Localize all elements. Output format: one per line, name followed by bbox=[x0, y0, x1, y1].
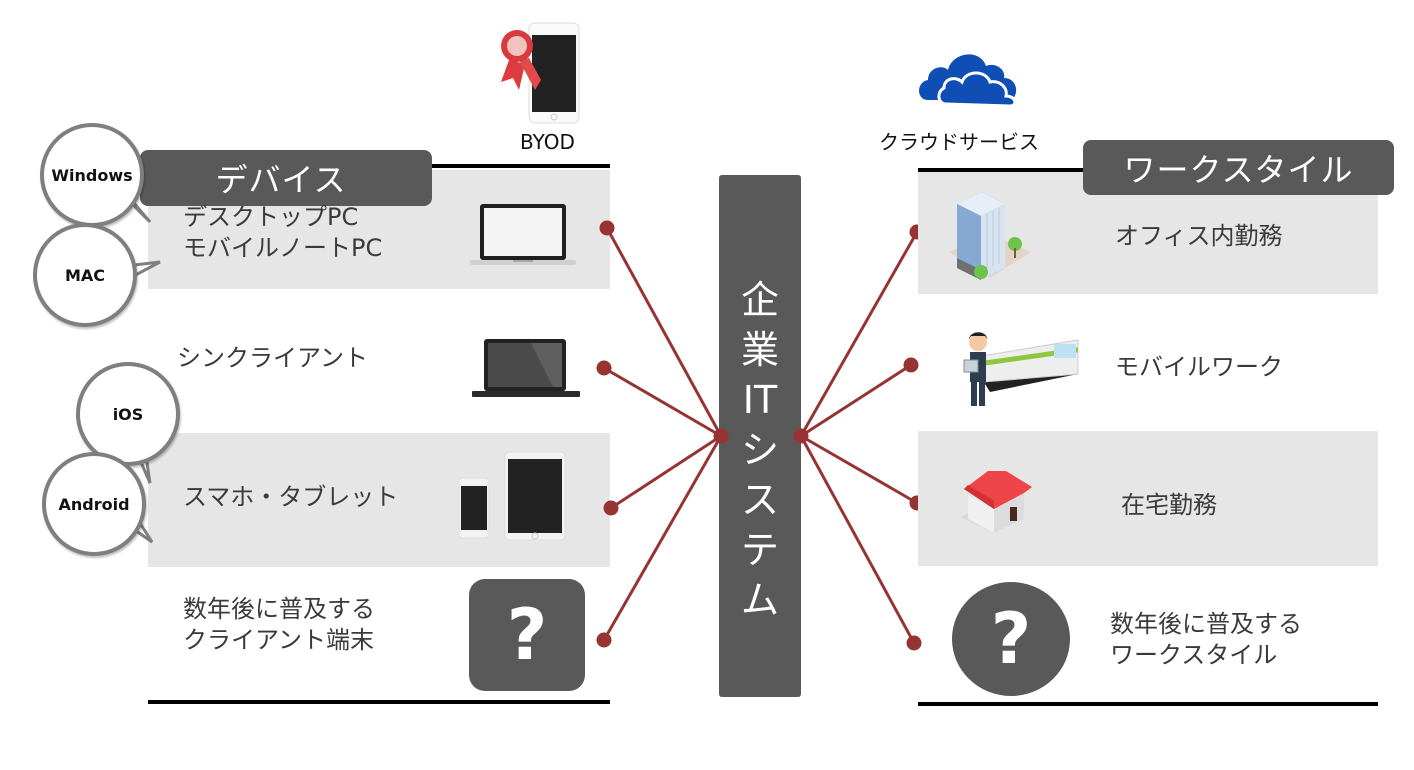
center-char: 業 bbox=[740, 328, 779, 372]
connector-future-style bbox=[799, 435, 916, 644]
device-label-thin-client: シンクライアント bbox=[177, 344, 369, 372]
center-char: IT bbox=[742, 378, 778, 422]
hub-dot-left bbox=[713, 428, 729, 444]
enterprise-it-system-box bbox=[719, 175, 801, 697]
os-bubble-ios-label: iOS bbox=[112, 404, 144, 424]
device-label-pc: デスクトップPC モバイルノートPC bbox=[183, 203, 383, 262]
endpoint-dot bbox=[903, 357, 919, 373]
os-bubble-mac-label: MAC bbox=[64, 265, 106, 285]
center-char: シ bbox=[740, 428, 779, 472]
endpoint-dot bbox=[599, 220, 615, 236]
connector-mobile-work bbox=[800, 363, 912, 438]
devices-top-rule bbox=[420, 164, 610, 168]
devices-header-label: デバイス bbox=[215, 161, 347, 199]
laptop-silver-icon bbox=[470, 204, 576, 265]
workstyles-top-rule bbox=[918, 168, 1098, 172]
center-char: 企 bbox=[740, 278, 779, 322]
workstyle-label-mobile: モバイルワーク bbox=[1115, 353, 1283, 381]
endpoint-dot bbox=[603, 500, 619, 516]
os-bubble-android-label: Android bbox=[58, 494, 130, 514]
endpoint-dot bbox=[906, 635, 922, 651]
byod-label: BYOD bbox=[520, 130, 575, 154]
workstyle-label-office: オフィス内勤務 bbox=[1115, 222, 1283, 250]
os-bubble-windows-label: Windows bbox=[51, 165, 133, 185]
devices-bottom-rule bbox=[148, 700, 610, 704]
future-workstyle-question-mark: ? bbox=[990, 598, 1032, 680]
connector-office bbox=[799, 231, 919, 437]
os-bubble-android: Android bbox=[42, 452, 146, 556]
workstyles-bottom-rule bbox=[918, 702, 1378, 706]
workstyles-header: ワークスタイル bbox=[1083, 140, 1394, 195]
workstyles-header-label: ワークスタイル bbox=[1123, 150, 1354, 189]
workstyle-label-future: 数年後に普及する ワークスタイル bbox=[1110, 610, 1302, 669]
office-building-icon bbox=[949, 192, 1031, 280]
endpoint-dot bbox=[596, 632, 612, 648]
device-label-future: 数年後に普及する クライアント端末 bbox=[183, 595, 375, 654]
workstyle-label-home: 在宅勤務 bbox=[1121, 491, 1217, 519]
devices-header: デバイス bbox=[140, 150, 432, 206]
center-char: ス bbox=[740, 478, 779, 522]
device-label-smartphone: スマホ・タブレット bbox=[183, 483, 399, 511]
os-bubble-windows: Windows bbox=[40, 123, 144, 227]
smartphone-ribbon-icon bbox=[501, 22, 580, 124]
connector-future-device bbox=[602, 435, 723, 641]
cloud-icon bbox=[919, 54, 1017, 108]
cloud-service-label: クラウドサービス bbox=[879, 130, 1039, 154]
os-bubble-ios: iOS bbox=[76, 362, 180, 466]
phone-tablet-icon bbox=[458, 451, 566, 541]
future-workstyle-question-icon: ? bbox=[952, 582, 1070, 696]
center-char: ム bbox=[740, 578, 779, 622]
center-char: テ bbox=[740, 528, 779, 572]
businessman-train-icon bbox=[963, 332, 1079, 406]
connector-thin-client bbox=[603, 366, 722, 438]
house-icon bbox=[960, 471, 1032, 533]
laptop-dark-icon bbox=[472, 339, 580, 397]
hub-dot-right bbox=[793, 428, 809, 444]
endpoint-dot bbox=[596, 360, 612, 376]
future-device-question-icon: ? bbox=[469, 579, 585, 691]
connector-smartphone bbox=[610, 434, 722, 510]
connector-pc bbox=[605, 227, 723, 437]
future-device-question-mark: ? bbox=[506, 594, 548, 676]
connector-home bbox=[800, 434, 918, 505]
enterprise-it-system-label: 企 業 IT シ ス テ ム bbox=[719, 275, 801, 625]
os-bubble-mac: MAC bbox=[33, 223, 137, 327]
